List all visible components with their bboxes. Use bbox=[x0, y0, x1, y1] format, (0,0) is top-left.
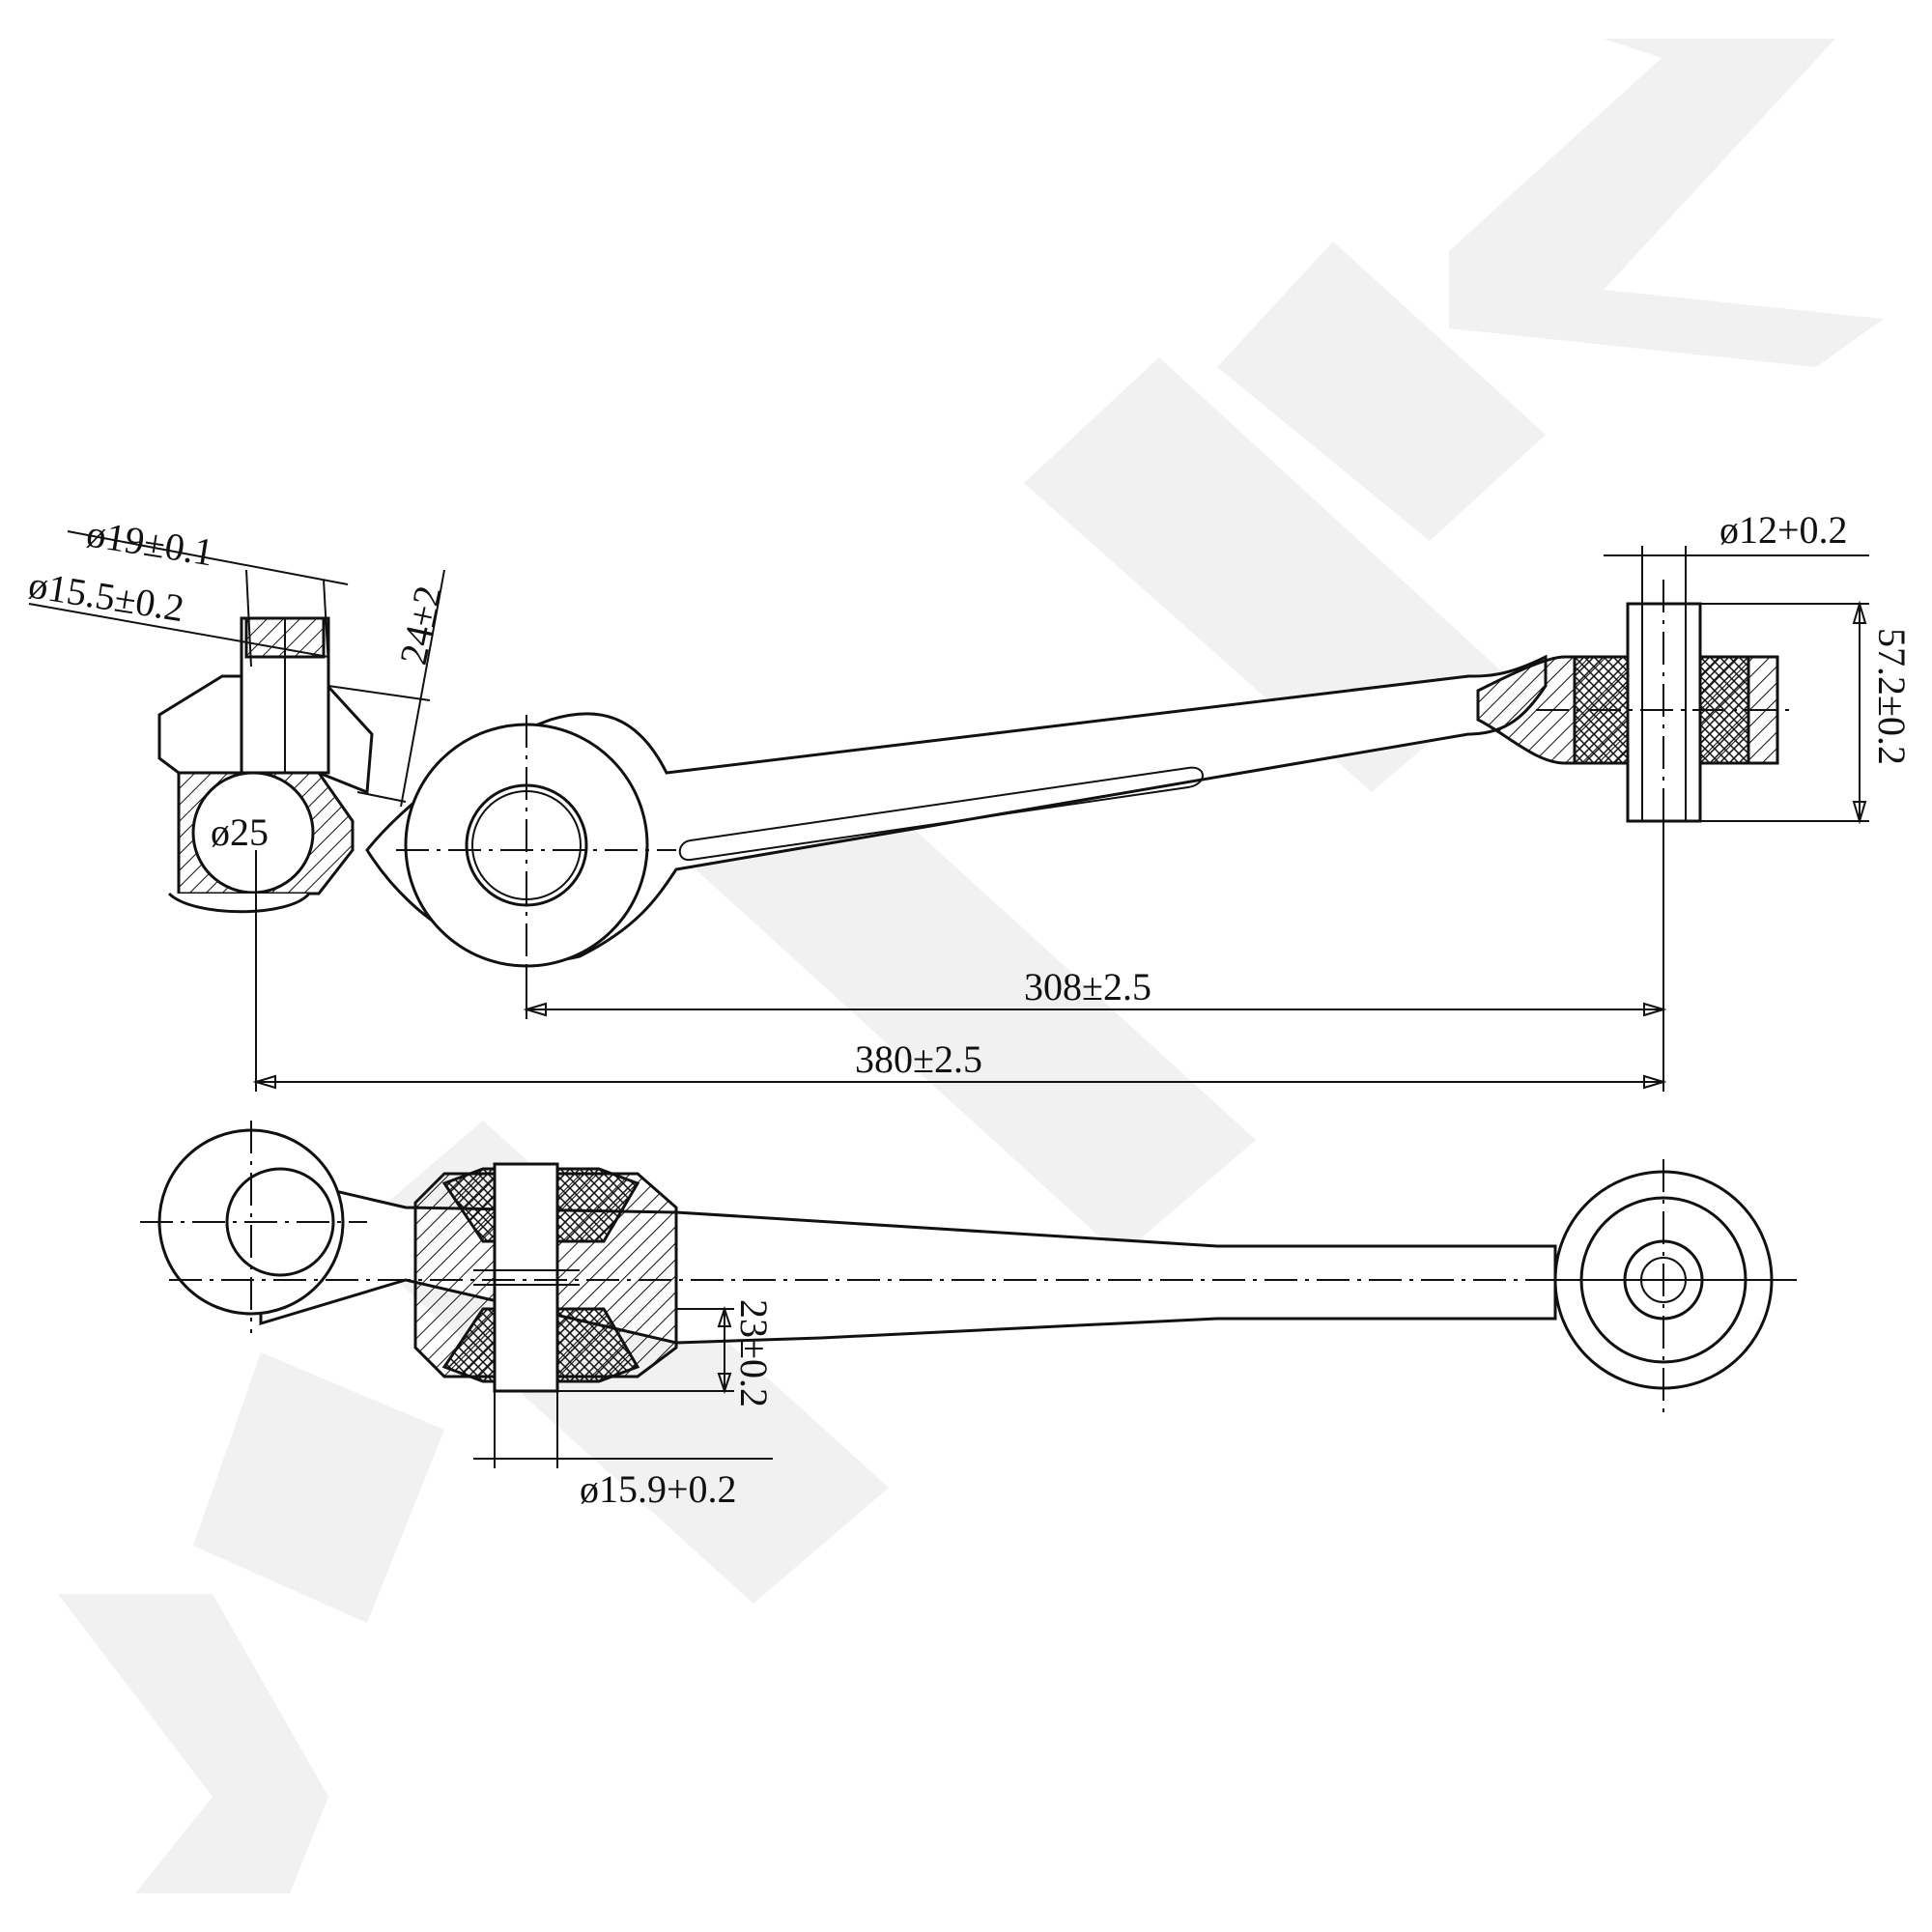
dim-label-dia-19: ø19±0.1 bbox=[84, 511, 216, 574]
zemik-logo-watermark bbox=[58, 39, 1884, 1893]
dim-label-380: 380±2.5 bbox=[855, 1037, 982, 1081]
dim-line-24 bbox=[400, 569, 445, 808]
dim-label-24: 24±2 bbox=[391, 582, 450, 668]
dim-label-57-2: 57.2±0.2 bbox=[1870, 628, 1914, 765]
dim-label-dia-15-5: ø15.5±0.2 bbox=[26, 562, 187, 630]
dim-label-dia-15-9: ø15.9+0.2 bbox=[580, 1467, 737, 1511]
dim-label-dia-12: ø12+0.2 bbox=[1719, 508, 1848, 552]
lightening-slot bbox=[678, 766, 1204, 862]
bottom-view: 23±0.2 ø15.9+0.2 bbox=[140, 1121, 1797, 1511]
dim-label-dia-25: ø25 bbox=[211, 810, 269, 854]
dim-line-dia-19 bbox=[67, 530, 349, 585]
top-view: ø19±0.1 ø15.5±0.2 24±2 ø25 ø12+0.2 57.2±… bbox=[26, 508, 1914, 1092]
dim-line-dia-15-5 bbox=[28, 603, 329, 658]
dim-label-23: 23±0.2 bbox=[732, 1299, 776, 1407]
dim-label-308: 308±2.5 bbox=[1024, 965, 1151, 1009]
ball-joint bbox=[157, 616, 374, 914]
front-bushing-sleeve bbox=[493, 1162, 559, 1393]
